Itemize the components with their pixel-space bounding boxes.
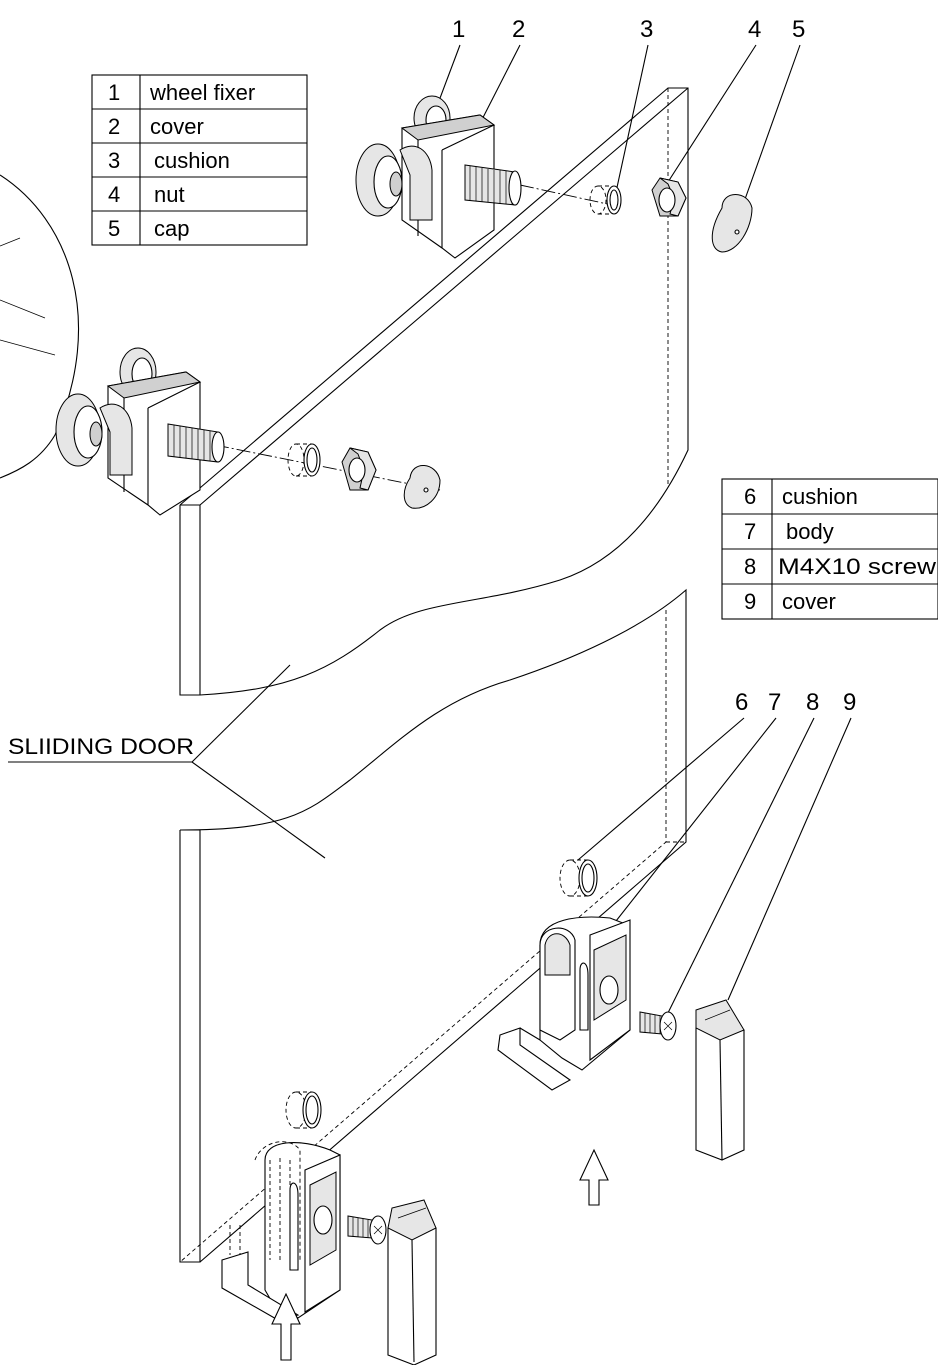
legend-top-name: cover	[150, 114, 204, 139]
end-cover-left	[387, 1199, 437, 1365]
screw-right	[639, 1011, 677, 1041]
legend-bottom-name: M4X10 screw	[778, 554, 936, 579]
legend-top-name: nut	[154, 182, 185, 207]
legend-top-num: 4	[108, 182, 120, 207]
legend-top-num: 1	[108, 80, 120, 105]
callout-number: 3	[640, 16, 653, 43]
legend-top-name: wheel fixer	[149, 80, 255, 105]
legend-bottom-num: 7	[744, 519, 756, 544]
callout-numbers: 1 2 3 4 5 6 7 8 9	[452, 16, 856, 716]
cushion-lower-right	[559, 859, 598, 897]
callout-number: 5	[792, 16, 805, 43]
callout-number: 1	[452, 16, 465, 43]
screw-left	[347, 1215, 387, 1245]
callout-number: 2	[512, 16, 525, 43]
legend-table-bottom: 6 cushion 7 body 8 M4X10 screw 9 cover	[721, 478, 938, 620]
legend-bottom-num: 6	[744, 484, 756, 509]
legend-bottom-num: 9	[744, 589, 756, 614]
legend-table-top: 1 wheel fixer 2 cover 3 cushion 4 nut 5 …	[91, 74, 308, 246]
door-label-text: SLIIDING DOOR	[8, 734, 194, 759]
bolt-thread-left	[167, 423, 225, 463]
legend-bottom-name: cushion	[782, 484, 858, 509]
legend-bottom-name: cover	[782, 589, 836, 614]
legend-top-num: 2	[108, 114, 120, 139]
bolt-thread-upper	[464, 164, 522, 206]
legend-bottom-num: 8	[744, 554, 756, 579]
callout-number: 6	[735, 689, 748, 716]
legend-top-name: cushion	[154, 148, 230, 173]
legend-top-num: 5	[108, 216, 120, 241]
legend-top-name: cap	[154, 216, 189, 241]
legend-bottom-name: body	[786, 519, 834, 544]
callout-number: 7	[768, 689, 781, 716]
door-label: SLIIDING DOOR	[8, 664, 326, 859]
sliding-door-lower	[179, 588, 687, 1263]
sliding-door-upper	[179, 87, 689, 696]
guide-body-right	[497, 916, 631, 1091]
detail-circle	[0, 174, 80, 479]
arrow-up-left	[271, 1292, 301, 1361]
end-cover-right	[695, 999, 745, 1161]
wheel-fixer-assembly-left	[55, 347, 441, 516]
callout-number: 4	[748, 16, 761, 43]
callout-number: 9	[843, 689, 856, 716]
leader-lines	[427, 44, 852, 1026]
guide-body-left	[221, 1141, 341, 1321]
wheel-fixer-assembly-upper	[355, 95, 753, 259]
legend-top-num: 3	[108, 148, 120, 173]
callout-number: 8	[806, 689, 819, 716]
arrow-up-right	[579, 1148, 609, 1206]
cushion-lower-left	[285, 1091, 322, 1129]
